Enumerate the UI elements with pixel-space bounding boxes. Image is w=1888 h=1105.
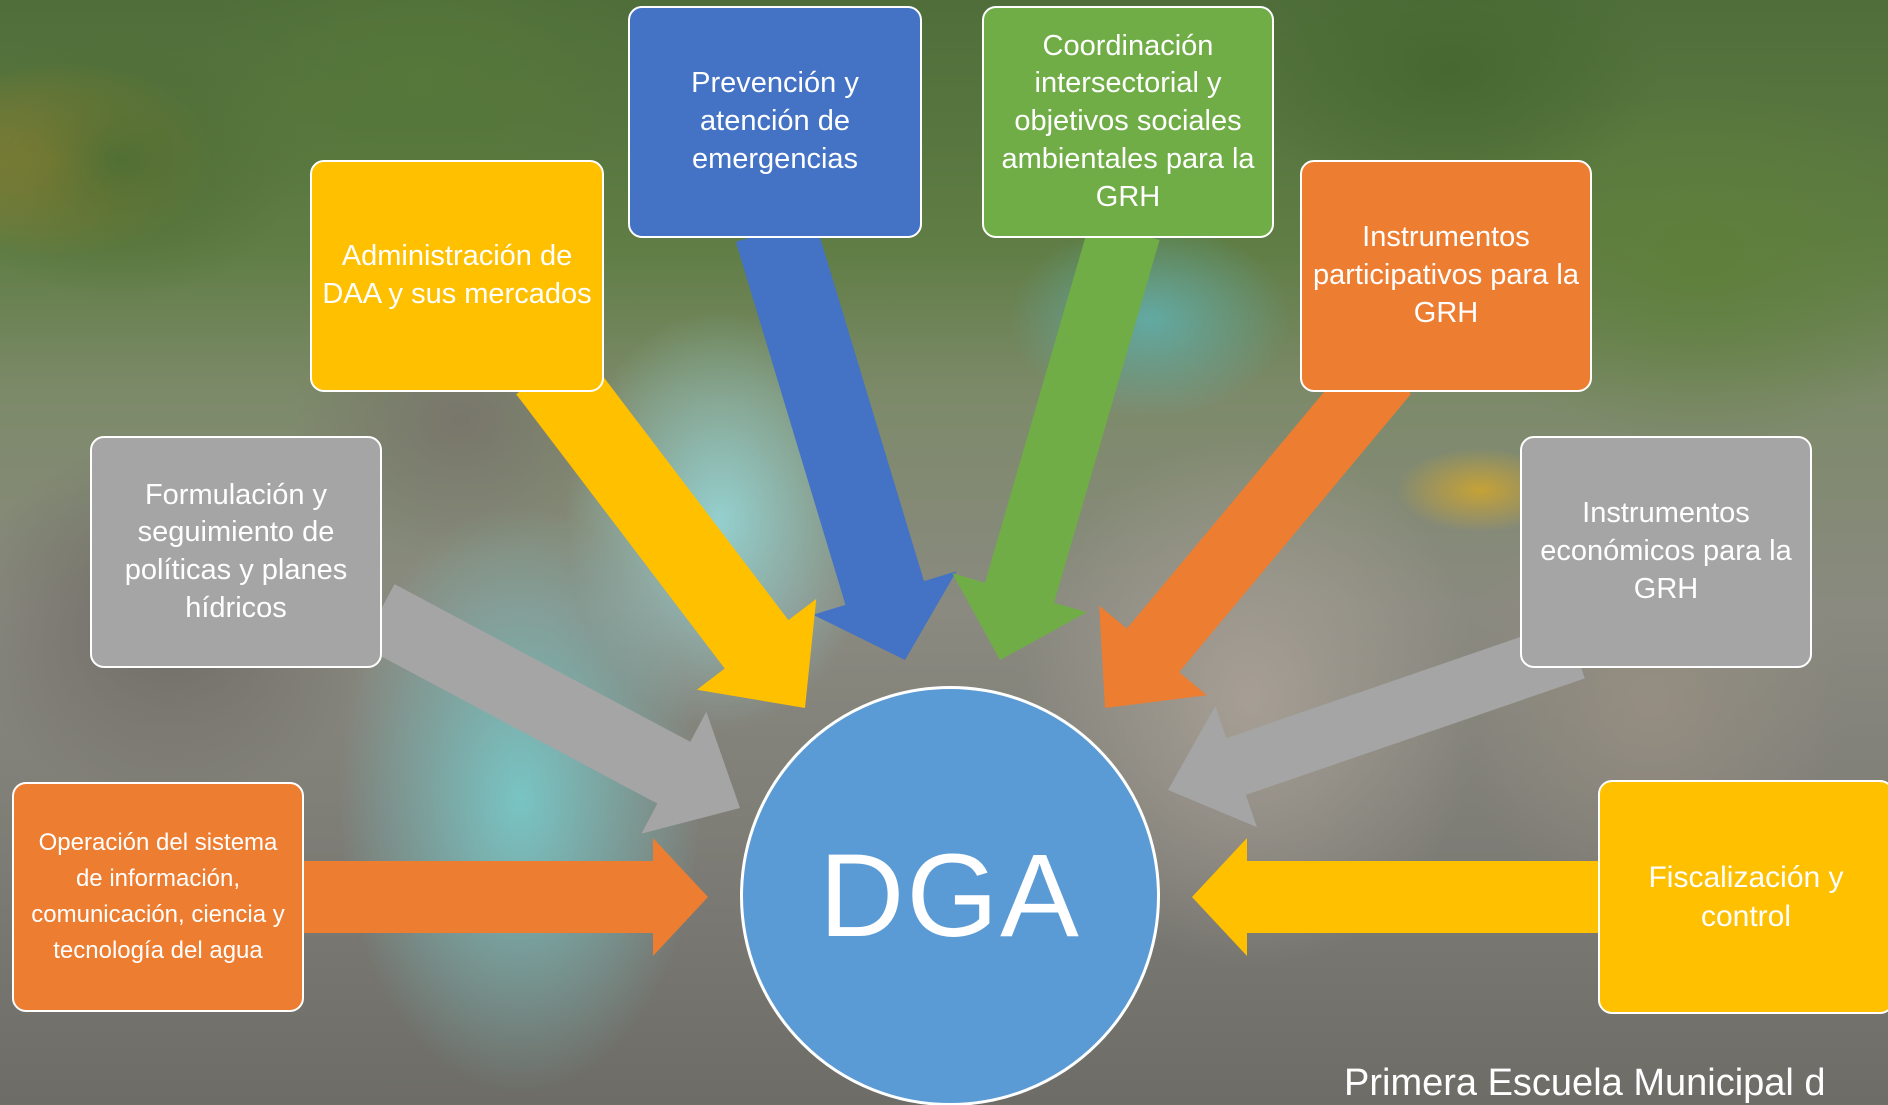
function-box-participativos: Instrumentos participativos para la GRH	[1300, 160, 1592, 392]
dga-hub-circle: DGA	[740, 686, 1160, 1105]
hub-label: DGA	[819, 830, 1081, 962]
arrow-prevencion	[735, 218, 957, 660]
function-box-operacion: Operación del sistema de información, co…	[12, 782, 304, 1012]
arrow-formulacion	[361, 584, 740, 834]
function-label-coordinacion: Coordinación intersectorial y objetivos …	[1001, 29, 1255, 213]
arrow-administracion	[516, 345, 817, 708]
arrow-economicos	[1168, 621, 1585, 828]
function-label-prevencion: Prevención y atención de emergencias	[691, 67, 859, 175]
function-label-operacion: Operación del sistema de información, co…	[31, 829, 285, 964]
function-label-administracion: Administración de DAA y sus mercados	[322, 240, 592, 310]
function-label-economicos: Instrumentos económicos para la GRH	[1540, 497, 1792, 605]
arrow-fiscalizacion	[1192, 838, 1598, 956]
function-box-formulacion: Formulación y seguimiento de políticas y…	[90, 436, 382, 668]
function-box-economicos: Instrumentos económicos para la GRH	[1520, 436, 1812, 668]
arrow-participativos	[1099, 350, 1412, 708]
function-box-fiscalizacion: Fiscalización y control	[1598, 780, 1888, 1014]
function-box-prevencion: Prevención y atención de emergencias	[628, 6, 922, 238]
footer-text: Primera Escuela Municipal d	[1344, 1062, 1826, 1104]
arrow-operacion	[304, 838, 708, 956]
function-label-formulacion: Formulación y seguimiento de políticas y…	[124, 478, 348, 624]
function-label-fiscalizacion: Fiscalización y control	[1648, 861, 1844, 933]
arrow-coordinacion	[952, 220, 1160, 660]
function-box-administracion: Administración de DAA y sus mercados	[310, 160, 604, 392]
function-label-participativos: Instrumentos participativos para la GRH	[1313, 221, 1579, 329]
function-box-coordinacion: Coordinación intersectorial y objetivos …	[982, 6, 1274, 238]
